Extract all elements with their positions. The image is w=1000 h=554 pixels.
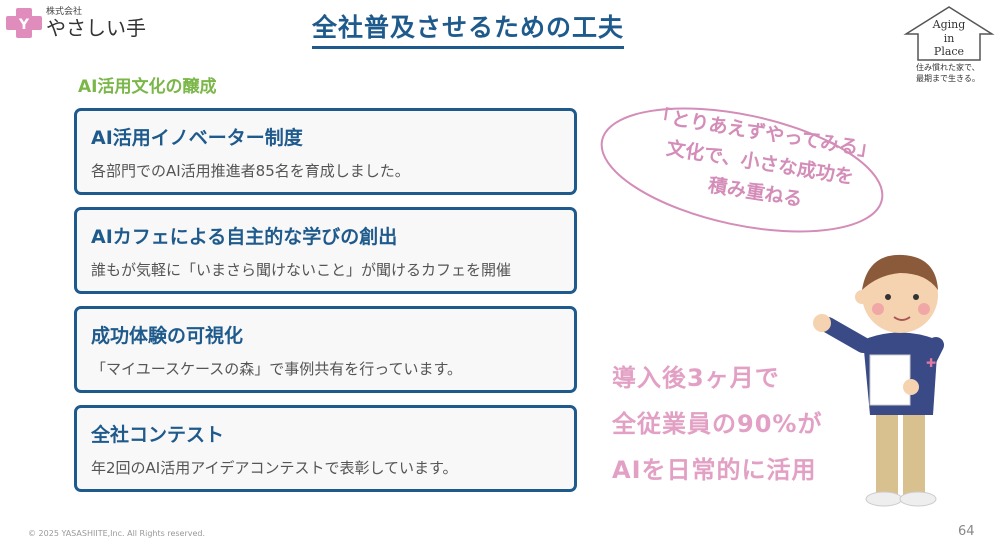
- page-title: 全社普及させるための工夫: [312, 8, 625, 49]
- card-desc: 各部門でのAI活用推進者85名を育成しました。: [91, 162, 410, 180]
- presenter-illustration-icon: ✚: [813, 254, 944, 507]
- card-desc: 年2回のAI活用アイデアコンテストで表彰しています。: [91, 459, 458, 477]
- svg-text:✚: ✚: [926, 356, 936, 370]
- card-title: 成功体験の可視化: [91, 325, 244, 347]
- card-contest: 全社コンテスト 年2回のAI活用アイデアコンテストで表彰しています。: [74, 405, 577, 492]
- company-type: 株式会社: [46, 7, 83, 17]
- company-name: やさしい手: [46, 16, 146, 40]
- card-ai-cafe: AIカフェによる自主的な学びの創出 誰もが気軽に「いまさら聞けないこと」が聞ける…: [74, 207, 577, 294]
- tagline-line: 最期まで生きる。: [916, 74, 980, 83]
- company-logo: Y 株式会社 やさしい手: [6, 8, 146, 38]
- card-desc: 「マイユースケースの森」で事例共有を行っています。: [91, 360, 462, 378]
- aging-in-place-house-icon: Aging in Place: [903, 6, 995, 61]
- svg-text:Place: Place: [934, 45, 964, 58]
- stat-line: 全従業員の90%が: [612, 410, 823, 438]
- logo-cross-icon: Y: [6, 8, 42, 38]
- card-title: 全社コンテスト: [91, 424, 225, 446]
- copyright: © 2025 YASASHIITE,Inc. All Rights reserv…: [28, 529, 206, 538]
- card-innovator: AI活用イノベーター制度 各部門でのAI活用推進者85名を育成しました。: [74, 108, 577, 195]
- section-title: AI活用文化の醸成: [78, 77, 217, 97]
- card-desc: 誰もが気軽に「いまさら聞けないこと」が聞けるカフェを開催: [91, 261, 512, 279]
- badge-tagline: 住み慣れた家で、 最期まで生きる。: [916, 62, 980, 84]
- svg-text:in: in: [944, 32, 955, 45]
- speech-ellipse: [600, 107, 884, 233]
- card-visualization: 成功体験の可視化 「マイユースケースの森」で事例共有を行っています。: [74, 306, 577, 393]
- card-title: AI活用イノベーター制度: [91, 127, 303, 149]
- svg-text:Aging: Aging: [932, 18, 966, 31]
- page-number: 64: [958, 524, 975, 539]
- tagline-line: 住み慣れた家で、: [916, 63, 980, 72]
- stat-line: AIを日常的に活用: [612, 456, 817, 484]
- card-title: AIカフェによる自主的な学びの創出: [91, 226, 398, 248]
- stat-line: 導入後3ヶ月で: [612, 364, 780, 392]
- svg-text:Y: Y: [18, 17, 30, 33]
- stat-callout: 導入後3ヶ月で 全従業員の90%が AIを日常的に活用: [612, 355, 822, 493]
